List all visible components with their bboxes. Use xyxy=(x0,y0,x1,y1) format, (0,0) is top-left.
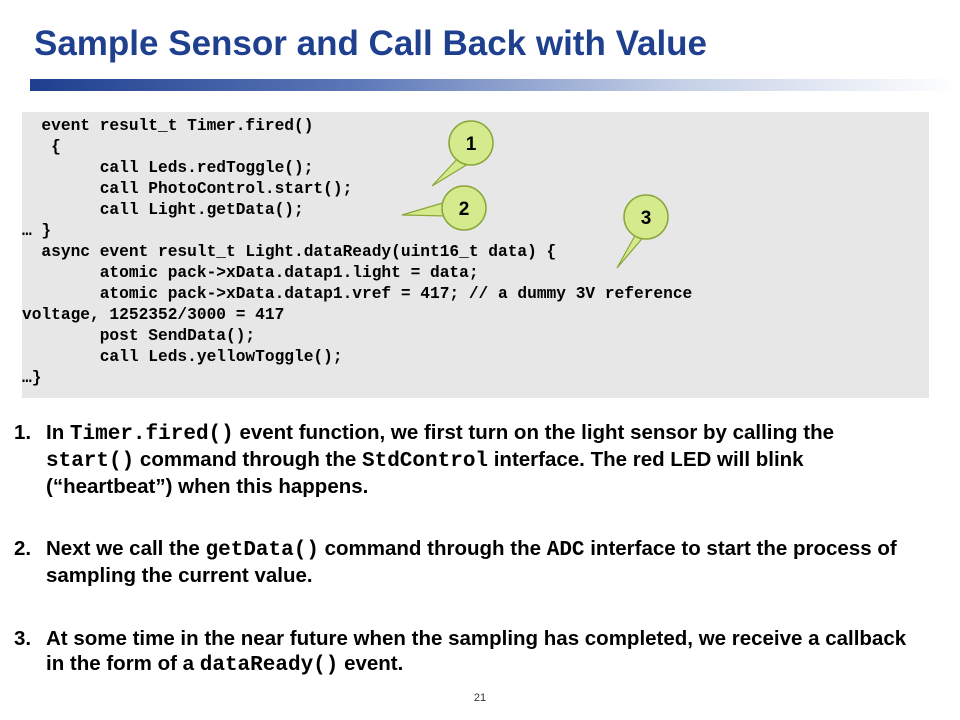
bullet-text-run: interface. The red LED will blink (“hear… xyxy=(46,448,804,498)
code-line: event result_t Timer.fired() xyxy=(22,117,314,135)
bullet-number: 2. xyxy=(14,537,32,560)
code-line: call Light.getData(); xyxy=(22,201,304,219)
code-line: async event result_t Light.dataReady(uin… xyxy=(22,243,557,261)
bullet-text-run: command through the xyxy=(134,448,362,471)
code-line: post SendData(); xyxy=(22,327,256,345)
bullet-text: Next we call the getData() command throu… xyxy=(46,536,914,588)
code-line: …} xyxy=(22,369,42,387)
bullet-number: 1. xyxy=(14,421,32,444)
code-line: { xyxy=(22,138,61,156)
bullet-number: 3. xyxy=(14,627,32,650)
code-line: atomic pack->xData.datap1.light = data; xyxy=(22,264,479,282)
bullet-text-run: event. xyxy=(338,652,404,675)
code-line: … } xyxy=(22,222,52,240)
code-line: call PhotoControl.start(); xyxy=(22,180,353,198)
code-line: atomic pack->xData.datap1.vref = 417; //… xyxy=(22,285,693,303)
inline-code: ADC xyxy=(546,539,585,562)
inline-code: Timer.fired() xyxy=(69,423,234,446)
bullet-text-run: At some time in the near future when the… xyxy=(46,627,907,675)
inline-code: start() xyxy=(46,450,135,473)
inline-code: dataReady() xyxy=(199,654,339,677)
bullet-text-run: event function, we first turn on the lig… xyxy=(233,421,834,444)
code-block: event result_t Timer.fired() { call Leds… xyxy=(22,112,929,398)
bullet-text: In Timer.fired() event function, we firs… xyxy=(46,420,914,499)
bullet-text-run: In xyxy=(46,421,70,444)
title-underline xyxy=(30,79,960,91)
bullet-text-run: Next we call the xyxy=(46,537,206,560)
code-line: call Leds.redToggle(); xyxy=(22,159,314,177)
code-line: voltage, 1252352/3000 = 417 xyxy=(22,306,285,324)
bullet-text-run: command through the xyxy=(318,537,547,560)
inline-code: StdControl xyxy=(362,450,489,473)
inline-code: getData() xyxy=(205,539,319,562)
bullet-text-run: interface to start the process of sampli… xyxy=(46,537,897,587)
bullet-text: At some time in the near future when the… xyxy=(46,626,914,678)
slide-number: 21 xyxy=(473,692,487,704)
slide-title: Sample Sensor and Call Back with Value xyxy=(34,24,708,63)
code-line: call Leds.yellowToggle(); xyxy=(22,348,343,366)
